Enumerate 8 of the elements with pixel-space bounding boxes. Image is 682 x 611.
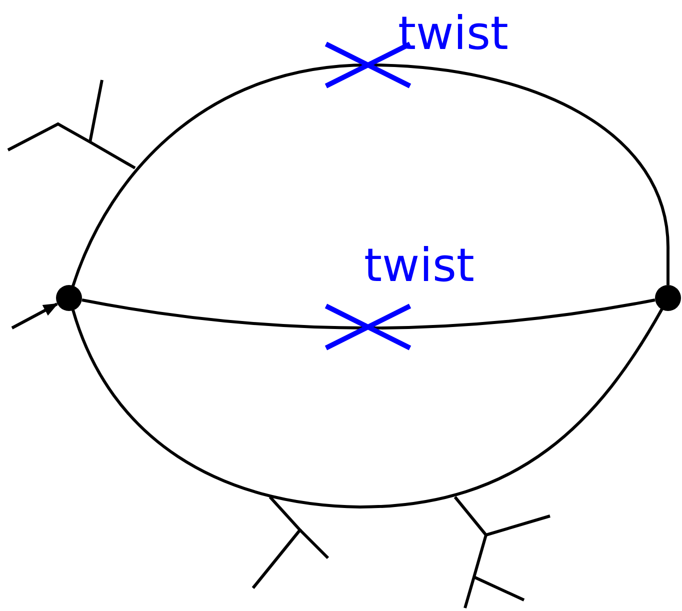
vertex-dot	[655, 285, 681, 311]
twist-label: twist	[398, 10, 508, 56]
curve-line	[82, 298, 656, 330]
curve-line	[72, 64, 670, 287]
twist-label: twist	[364, 242, 474, 288]
arrow	[11, 302, 58, 330]
curve-line	[72, 308, 664, 508]
vertex-dot	[56, 285, 82, 311]
